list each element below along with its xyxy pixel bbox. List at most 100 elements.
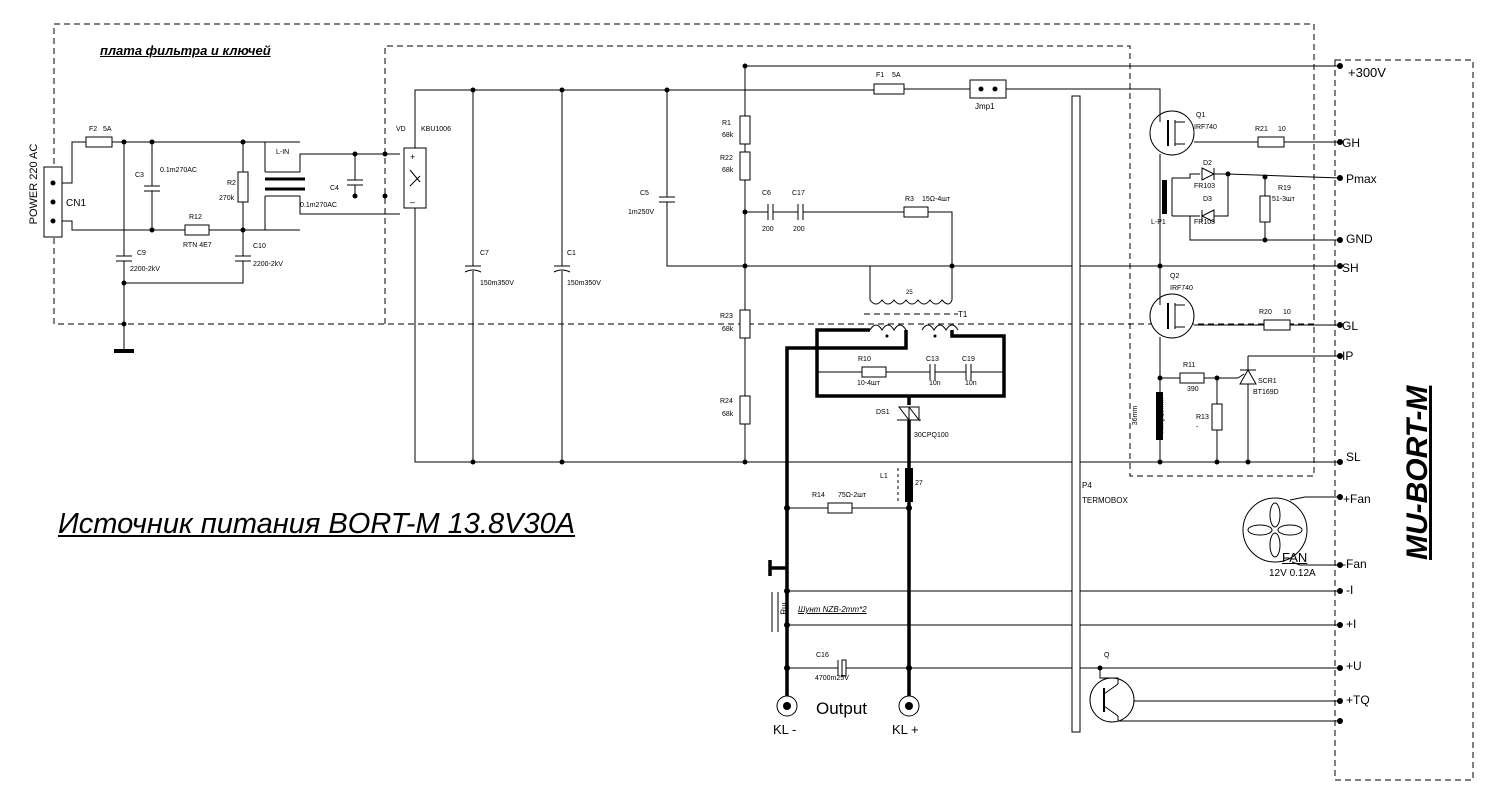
val-c10: 2200-2kV xyxy=(253,261,283,268)
val-ds1: 30CPQ100 xyxy=(914,432,949,439)
ref-cn1: CN1 xyxy=(66,198,87,209)
val-f1: 5A xyxy=(892,72,901,79)
pin-gh: GH xyxy=(1342,136,1360,150)
ref-c13: C13 xyxy=(926,356,939,363)
pin-i-minus: -I xyxy=(1346,583,1354,597)
key-board-outline xyxy=(384,45,1315,477)
ref-lp1: L-P1 xyxy=(1151,219,1166,226)
ref-r13: R13 xyxy=(1196,414,1209,421)
ref-ds1: DS1 xyxy=(876,409,890,416)
val-r2: 270k xyxy=(219,195,235,202)
val-c13: 10n xyxy=(929,380,941,387)
ref-scr1: SCR1 xyxy=(1258,378,1277,385)
diode-ds1 xyxy=(897,406,910,422)
ref-q1: Q1 xyxy=(1196,112,1206,119)
heatsink-bar xyxy=(1071,95,1081,733)
val-c9: 2200-2kV xyxy=(130,266,160,273)
val-r23: 68k xyxy=(722,326,734,333)
pin-fan-minus: -Fan xyxy=(1342,557,1367,571)
pin-u-plus: +U xyxy=(1346,659,1362,673)
ref-r11: R11 xyxy=(1183,362,1196,369)
ref-c4: C4 xyxy=(330,185,339,192)
svg-text:–: – xyxy=(410,197,415,207)
val-c4: 0.1m270AC xyxy=(300,202,337,209)
ref-vd: VD xyxy=(396,126,406,133)
ref-c17: C17 xyxy=(792,190,805,197)
val-vd: KBU1006 xyxy=(421,126,451,133)
kl-minus-label: KL - xyxy=(773,722,797,737)
resistor-r24 xyxy=(739,395,751,425)
val-f2: 5A xyxy=(103,126,112,133)
ref-r3: R3 xyxy=(905,196,914,203)
val-d3: FR103 xyxy=(1194,219,1216,226)
ref-f1: F1 xyxy=(876,72,885,79)
ref-r21: R21 xyxy=(1255,126,1268,133)
val-r10: 10-4шт xyxy=(857,380,880,387)
pin-pmax: Pmax xyxy=(1346,172,1377,186)
module-side xyxy=(1089,63,1343,724)
val-nichrome-len: 36mm xyxy=(1132,405,1140,426)
ref-c10: C10 xyxy=(253,243,266,250)
ref-r14: R14 xyxy=(812,492,825,499)
pin-sl: SL xyxy=(1346,450,1361,464)
val-r14: 75Ω-2шт xyxy=(838,492,867,499)
shunt-label: Шунт NZB-2mm*2 xyxy=(798,605,867,614)
fan-rating: 12V 0.12A xyxy=(1269,568,1316,579)
val-d2: FR103 xyxy=(1194,183,1216,190)
module-title: MU-BORT-M xyxy=(1401,385,1434,560)
val-c19: 10n xyxy=(965,380,977,387)
val-c6: 200 xyxy=(762,226,774,233)
val-r20: 10 xyxy=(1283,309,1291,316)
val-t1: 25 xyxy=(906,290,913,296)
val-c3: 0.1m270AC xyxy=(160,167,197,174)
val-r24: 68k xyxy=(722,411,734,418)
val-scr1: BT169D xyxy=(1253,389,1279,396)
ref-q2: Q2 xyxy=(1170,273,1180,280)
val-r1: 68k xyxy=(722,132,734,139)
pin-fan-plus: +Fan xyxy=(1343,492,1371,506)
output-stage xyxy=(768,328,1340,717)
ref-r12: R12 xyxy=(189,214,202,221)
ref-d2: D2 xyxy=(1203,160,1212,167)
ref-jmp1: Jmp1 xyxy=(975,102,995,111)
svg-text:+: + xyxy=(410,152,415,162)
fan-symbol xyxy=(1242,497,1308,563)
ref-c7: C7 xyxy=(480,250,489,257)
ref-c9: C9 xyxy=(137,250,146,257)
ref-c16: C16 xyxy=(816,652,829,659)
output-label: Output xyxy=(816,699,868,718)
key-section xyxy=(1149,110,1341,465)
resistor-r1 xyxy=(739,115,751,145)
val-c7: 150m350V xyxy=(480,280,514,287)
ref-t1: T1 xyxy=(958,310,968,319)
nichrome-shunt xyxy=(1156,392,1163,440)
ref-c19: C19 xyxy=(962,356,975,363)
pin-i-plus: +I xyxy=(1346,617,1357,631)
divider-snubber xyxy=(739,63,1340,465)
ref-r22: R22 xyxy=(720,155,733,162)
pin-gl: GL xyxy=(1342,319,1359,333)
ref-f2: F2 xyxy=(89,126,98,133)
fan-name: FAN xyxy=(1282,550,1308,565)
pin-300v: +300V xyxy=(1348,65,1386,80)
ref-c6: C6 xyxy=(762,190,771,197)
page-title: Источник питания BORT-M 13.8V30A xyxy=(58,508,576,540)
diode-d2 xyxy=(1201,167,1216,181)
ref-r1: R1 xyxy=(722,120,731,127)
ref-d3: D3 xyxy=(1203,196,1212,203)
ref-r23: R23 xyxy=(720,313,733,320)
val-l1: 27 xyxy=(915,480,923,487)
transformer-t1 xyxy=(864,266,959,338)
pin-tq-plus: +TQ xyxy=(1346,693,1370,707)
ref-c5: C5 xyxy=(640,190,649,197)
thermo-name: TERMOBOX xyxy=(1082,496,1128,505)
val-c5: 1m250V xyxy=(628,209,655,216)
val-c1: 150m350V xyxy=(567,280,601,287)
bridge-bulk: + – xyxy=(403,87,1340,465)
ground-symbol xyxy=(114,349,134,353)
val-q2: IRF740 xyxy=(1170,285,1193,292)
ref-r2: R2 xyxy=(227,180,236,187)
pin-ip: IP xyxy=(1342,349,1354,363)
